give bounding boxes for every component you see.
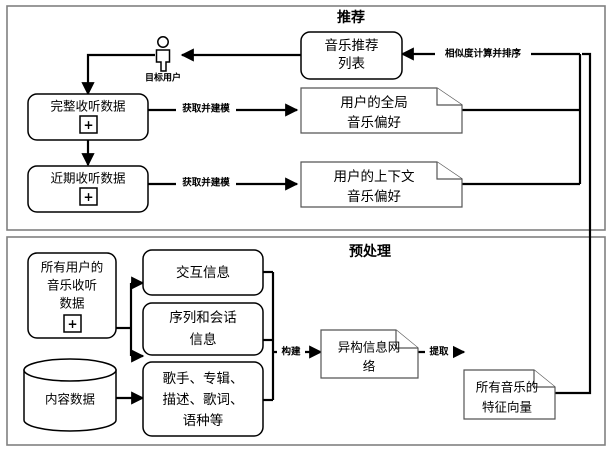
attributes-line2: 描述、歌词、 [163, 392, 244, 408]
edge-label-extract: 提取 [429, 346, 449, 358]
music-rec-list-line2: 列表 [338, 56, 365, 72]
node-all-users-data[interactable] [27, 252, 117, 339]
context-preference-line2: 音乐偏好 [347, 188, 401, 205]
feature-vectors-line2: 特征向量 [482, 400, 532, 415]
node-context-preference[interactable] [300, 161, 463, 208]
interaction-info-label: 交互信息 [176, 264, 230, 281]
all-users-data-expand-box[interactable] [63, 314, 82, 333]
target-user-label: 目标用户 [145, 72, 181, 84]
title-preprocessing: 预处理 [349, 243, 391, 260]
edge-label-acquire-model-1: 获取并建模 [181, 103, 230, 115]
edge-label-bg-2 [176, 176, 236, 190]
global-preference-line2: 音乐偏好 [347, 114, 401, 131]
edge-label-bg-1 [176, 102, 236, 116]
edge-features-to-similarity [555, 52, 592, 395]
node-feature-vectors[interactable] [463, 369, 556, 420]
recent-listening-data-expand-box[interactable] [79, 187, 98, 206]
node-content-data[interactable] [23, 358, 117, 432]
attributes-line1: 歌手、专辑、 [163, 371, 244, 387]
context-preference-line1: 用户的上下文 [334, 168, 415, 185]
sequence-session-line2: 信息 [190, 331, 217, 348]
edge-label-acquire-model-2: 获取并建模 [181, 177, 230, 189]
full-listening-data-label: 完整收听数据 [50, 99, 125, 114]
edge-label-bg-extract [425, 345, 453, 359]
recent-listening-data-label: 近期收听数据 [50, 171, 125, 186]
edge-label-construct: 构建 [281, 346, 301, 358]
global-preference-line1: 用户的全局 [340, 94, 408, 111]
node-interaction-info[interactable] [142, 249, 264, 296]
hin-line2: 络 [363, 359, 376, 374]
all-users-data-line1: 所有用户的 [41, 260, 104, 275]
edge-label-bg-construct [277, 345, 305, 359]
feature-vectors-line1: 所有音乐的 [476, 380, 539, 395]
edge-user-to-full-data [81, 53, 155, 96]
music-rec-list-line1: 音乐推荐 [325, 37, 379, 54]
node-attributes[interactable] [142, 361, 264, 437]
edge-label-bg-sim [435, 47, 531, 61]
all-users-data-line3: 数据 [59, 296, 84, 311]
node-sequence-session-info[interactable] [142, 302, 264, 356]
all-users-data-line2: 音乐收听 [47, 278, 97, 293]
context-preference-fold [436, 162, 462, 180]
edge-label-similarity-rank: 相似度计算并排序 [445, 48, 522, 60]
full-listening-data-expand-box[interactable] [79, 115, 98, 134]
hin-line1: 异构信息网 [338, 340, 401, 355]
global-preference-fold [436, 88, 462, 106]
hin-fold [395, 330, 418, 349]
node-hin[interactable] [320, 329, 419, 379]
full-listening-data-expand-symbol: + [83, 118, 93, 132]
sequence-session-line1: 序列和会话 [169, 310, 237, 326]
attributes-line3: 语种等 [183, 412, 224, 429]
recent-listening-data-expand-symbol: + [83, 190, 93, 204]
node-music-rec-list[interactable] [300, 31, 403, 80]
node-global-preference[interactable] [300, 87, 463, 134]
content-data-label: 内容数据 [45, 392, 95, 407]
feature-vectors-fold [533, 370, 555, 388]
title-recommendation: 推荐 [337, 9, 365, 26]
all-users-data-expand-symbol: + [67, 317, 77, 331]
target-user-icon [155, 36, 171, 72]
